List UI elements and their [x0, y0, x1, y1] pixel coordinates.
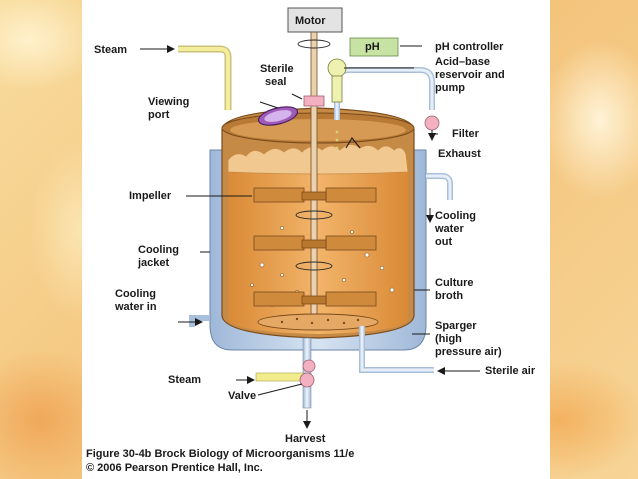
filter-shape	[424, 115, 440, 131]
label-sterile-seal-1: Sterile	[260, 63, 294, 75]
steam-pipe-bottom	[255, 372, 305, 382]
label-exhaust: Exhaust	[438, 148, 481, 160]
label-sparger-3: pressure air)	[435, 346, 502, 358]
sparger-valve	[302, 359, 316, 373]
label-cooling-out-3: out	[435, 236, 453, 248]
label-harvest: Harvest	[285, 433, 326, 445]
label-acid-base-1: Acid–base	[435, 56, 491, 68]
label-viewing-port-2: port	[148, 109, 170, 121]
caption-line-1: Figure 30-4b Brock Biology of Microorgan…	[86, 448, 355, 460]
label-cooling-jacket-1: Cooling	[138, 244, 179, 256]
cooling-in-pipe	[189, 315, 210, 327]
label-ph-box: pH	[365, 41, 380, 53]
sparger-ring	[257, 313, 379, 331]
sterile-seal-shape	[303, 95, 325, 107]
label-valve: Valve	[228, 390, 257, 402]
label-sterile-seal-2: seal	[265, 76, 287, 88]
label-sterile-air: Sterile air	[485, 365, 536, 377]
label-culture-broth-2: broth	[435, 290, 464, 302]
label-cooling-out-1: Cooling	[435, 210, 476, 222]
label-acid-base-2: reservoir and	[435, 69, 505, 81]
impeller-blades-bottom	[253, 291, 377, 307]
label-viewing-port-1: Viewing	[148, 96, 190, 108]
label-culture-broth-1: Culture	[435, 277, 474, 289]
caption-line-2: © 2006 Pearson Prentice Hall, Inc.	[86, 462, 263, 474]
figure-panel: Motor pH pH controller Steam Sterile sea…	[82, 0, 550, 479]
impeller-blades-top	[253, 187, 377, 203]
label-cooling-jacket-2: jacket	[138, 257, 170, 269]
label-steam-top: Steam	[94, 44, 128, 56]
label-motor: Motor	[295, 15, 326, 27]
acid-base-reservoir	[327, 58, 347, 78]
label-ph-controller: pH controller	[435, 41, 504, 53]
foam	[227, 144, 409, 175]
label-sparger-2: (high	[435, 333, 462, 345]
label-sparger-1: Sparger	[435, 320, 477, 332]
fermentor-diagram	[140, 7, 480, 429]
ph-box-shape	[349, 37, 399, 57]
label-acid-base-3: pump	[435, 82, 465, 94]
label-cooling-in-2: water in	[115, 301, 157, 313]
label-cooling-out-2: water	[435, 223, 464, 235]
harvest-valve	[299, 372, 315, 388]
label-cooling-in-1: Cooling	[115, 288, 156, 300]
impeller-blades-middle	[253, 235, 377, 251]
label-impeller: Impeller	[129, 190, 172, 202]
label-filter: Filter	[452, 128, 479, 140]
label-steam-bottom: Steam	[168, 374, 202, 386]
motor-shape	[287, 7, 343, 33]
cooling-out-pipe	[426, 173, 453, 200]
impeller-shaft	[310, 27, 318, 319]
